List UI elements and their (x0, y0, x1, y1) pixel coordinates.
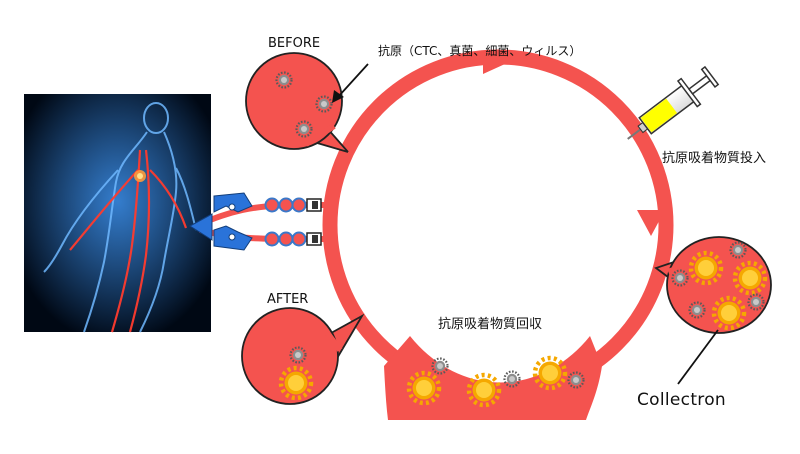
before-bubble (245, 52, 349, 153)
after-label: AFTER (267, 292, 309, 307)
human-body-image (24, 94, 211, 333)
collectron-pointer (677, 329, 719, 385)
before-label: BEFORE (268, 36, 321, 51)
flow-arrow-right (637, 210, 665, 236)
tube-connection (189, 192, 330, 251)
antigen-label: 抗原（CTC、真菌、細菌、ウィルス） (378, 44, 582, 58)
flow-arrow-top (483, 54, 505, 74)
adsorbent-injection-label: 抗原吸着物質投入 (662, 151, 767, 166)
collectron-bubble (654, 236, 772, 334)
adsorbent-recovery-label: 抗原吸着物質回収 (438, 317, 543, 332)
tube-connector-icon (306, 198, 322, 246)
after-bubble (241, 307, 365, 405)
circulation-circuit (322, 49, 674, 401)
syringe-icon (627, 65, 720, 140)
antigen-pointer-arrow (332, 63, 369, 103)
collectron-label: Collectron (637, 390, 726, 410)
recovery-chamber (384, 336, 602, 420)
